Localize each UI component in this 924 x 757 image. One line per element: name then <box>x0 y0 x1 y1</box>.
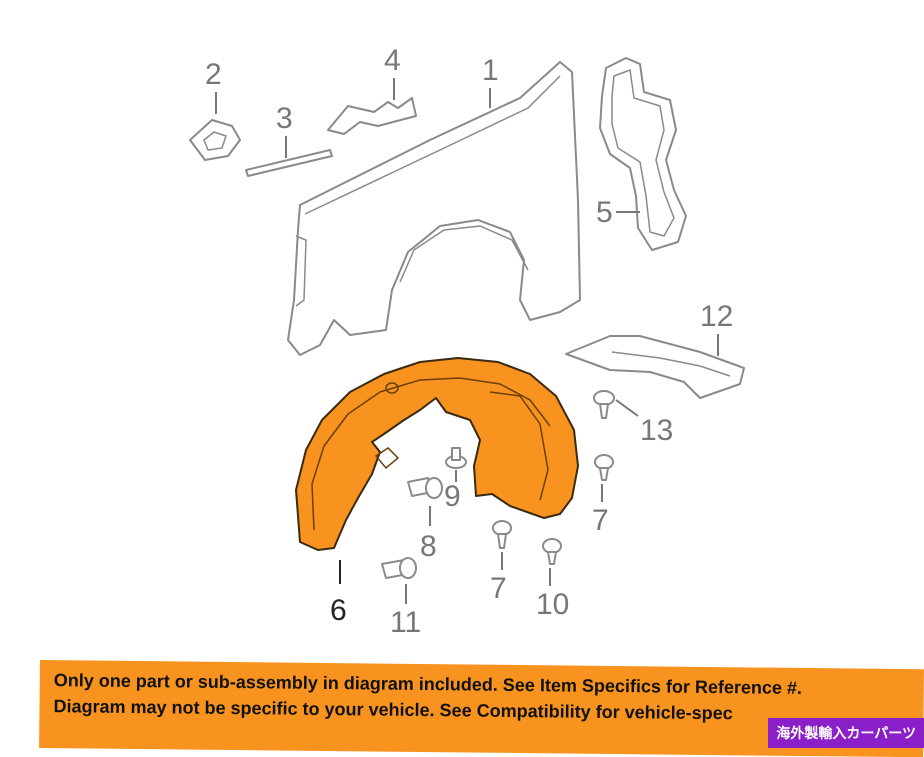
callout-3: 3 <box>276 102 293 135</box>
part-1-fender <box>287 61 581 356</box>
callout-9: 9 <box>444 480 461 513</box>
callout-13: 13 <box>640 414 673 447</box>
callout-10: 10 <box>536 588 569 621</box>
callout-1: 1 <box>482 54 499 87</box>
disclaimer-line-1: Only one part or sub-assembly in diagram… <box>53 670 803 698</box>
callout-2: 2 <box>205 58 222 91</box>
callout-12: 12 <box>700 300 733 333</box>
part-7a-pushpin <box>492 520 512 549</box>
part-10-pushpin <box>542 538 562 565</box>
callout-6: 6 <box>330 594 347 627</box>
callout-11: 11 <box>390 606 421 639</box>
part-5-seal <box>599 57 687 251</box>
part-9-pin <box>445 447 467 469</box>
part-2-clip <box>189 119 241 161</box>
callout-7a: 7 <box>490 572 507 605</box>
part-4-bracket <box>327 97 417 135</box>
part-3-rod <box>245 149 333 177</box>
part-12-shield <box>565 335 745 399</box>
disclaimer-line-2: Diagram may not be specific to your vehi… <box>53 696 733 724</box>
part-8-bolt <box>407 477 443 499</box>
part-6-wheelhouse-liner <box>295 357 579 551</box>
part-13-pushpin <box>593 390 615 419</box>
parts-diagram: 2 3 4 1 5 12 13 <box>189 44 745 639</box>
callout-4: 4 <box>384 44 401 77</box>
callout-5: 5 <box>596 196 613 229</box>
callout-8: 8 <box>420 530 437 563</box>
part-11-bolt <box>381 557 417 579</box>
arrow-13 <box>615 399 639 417</box>
callout-7b: 7 <box>592 504 609 537</box>
import-parts-badge: 海外製輸入カーパーツ <box>768 718 924 748</box>
part-7b-pushpin <box>594 454 614 481</box>
